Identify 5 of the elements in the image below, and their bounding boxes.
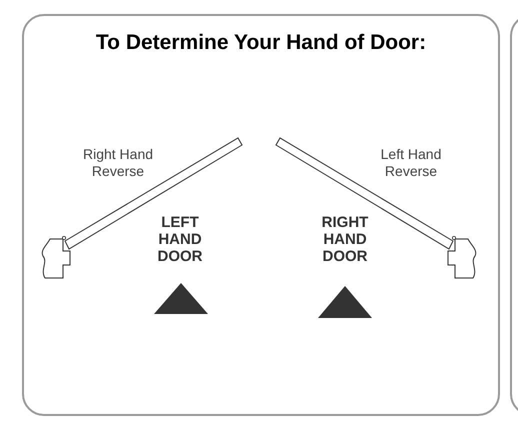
title: To Determine Your Hand of Door: — [94, 30, 428, 56]
reverse-label: Right Hand Reverse — [82, 146, 154, 180]
door-hand-label: RIGHT HAND DOOR — [320, 214, 370, 265]
door-hand-label: LEFT HAND DOOR — [156, 214, 204, 265]
reverse-label: Left Hand Reverse — [380, 146, 442, 180]
